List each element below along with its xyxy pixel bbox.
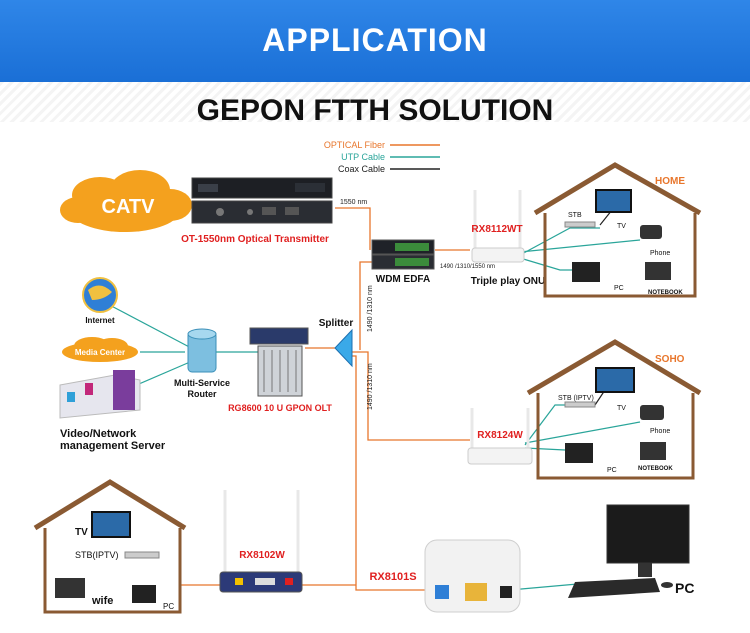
small-house: TV STB(IPTV) wife PC	[33, 479, 187, 614]
soho-house: SOHO TV STB (IPTV) Phone PC NOTEBOOK	[526, 339, 702, 480]
home-stb-icon	[564, 221, 596, 228]
home-pc-icon	[572, 262, 600, 282]
legend: OPTICAL Fiber UTP Cable Coax Cable	[324, 140, 440, 174]
fiber-down-label: 1490 /1310 nm	[367, 363, 374, 410]
legend-optical-label: OPTICAL Fiber	[324, 140, 385, 150]
keyboard-icon	[568, 578, 660, 598]
fiber-transmitter-edfa	[335, 207, 371, 250]
soho-tv-icon	[595, 367, 635, 393]
right-pc-label: PC	[675, 580, 694, 596]
right-pc: PC	[568, 504, 694, 598]
media-center-label: Media Center	[75, 348, 125, 357]
rx8124w-label: RX8124W	[477, 430, 523, 441]
soho-phone-icon	[640, 405, 664, 420]
fiber-up-label: 1490 /1310 nm	[367, 285, 374, 332]
triple-play-onu: RX8112WT Triple play ONU	[471, 190, 545, 287]
server-label-line1: Video/Network	[60, 428, 137, 440]
home-stb-label: STB	[568, 212, 582, 219]
home-phone-icon	[640, 225, 662, 239]
transmitter-label: OT-1550nm Optical Transmitter	[181, 234, 329, 245]
soho-notebook-label: NOTEBOOK	[638, 466, 673, 472]
home-house: HOME TV STB Phone PC NOTEBOOK	[533, 162, 702, 298]
header-banner	[0, 0, 750, 82]
rx8101s-label: RX8101S	[369, 571, 416, 583]
internet-globe: Internet	[82, 277, 118, 325]
home-label: HOME	[655, 176, 685, 187]
hatch-band	[0, 82, 750, 122]
mouse-icon	[661, 582, 673, 588]
soho-pc-icon	[565, 443, 593, 463]
soho-tv-label: TV	[617, 405, 626, 412]
utp-rx8124w-phone	[524, 421, 641, 444]
media-center-cloud: Media Center	[62, 337, 138, 362]
soho-stb-icon	[564, 401, 596, 408]
home-notebook-label: NOTEBOOK	[648, 290, 683, 296]
utp-onu-pc	[519, 257, 575, 271]
wdm-edfa: WDM EDFA	[371, 239, 435, 285]
small-house-pc-icon	[132, 585, 156, 603]
multi-service-router: Multi-Service Router	[174, 328, 230, 399]
utp-onu-phone	[519, 239, 641, 253]
wdm-wavelength-label: 1490 /1310/1550 nm	[440, 264, 495, 270]
rx8124w-router: RX8124W	[467, 408, 533, 465]
small-house-laptop-icon	[55, 578, 85, 598]
page-title: APPLICATION	[262, 22, 488, 58]
onu-model-label: RX8112WT	[471, 224, 522, 235]
splitter-label: Splitter	[319, 318, 354, 329]
splitter: Splitter	[319, 318, 354, 368]
diagram-title: GEPON FTTH SOLUTION	[196, 94, 554, 127]
rx8102w-label: RX8102W	[239, 550, 285, 561]
rx8102w-router: RX8102W	[219, 490, 303, 593]
server-label-line2: management Server	[60, 440, 166, 452]
optical-transmitter: OT-1550nm Optical Transmitter	[181, 177, 333, 245]
router-label-line2: Router	[188, 389, 217, 399]
utp-rx8124w-pc	[524, 447, 566, 451]
olt-label: RG8600 10 U GPON OLT	[228, 403, 332, 413]
catv-label: CATV	[102, 196, 156, 218]
soho-label: SOHO	[655, 354, 685, 365]
legend-coax-label: Coax Cable	[338, 164, 385, 174]
small-house-stb-icon	[124, 551, 160, 559]
small-house-pc-label: PC	[163, 602, 174, 611]
small-house-tv-icon	[91, 511, 131, 538]
home-pc-label: PC	[614, 285, 624, 292]
router-label-line1: Multi-Service	[174, 378, 230, 388]
monitor-icon	[606, 504, 690, 564]
legend-utp-label: UTP Cable	[341, 152, 385, 162]
soho-stb-label: STB (IPTV)	[558, 395, 594, 402]
soho-notebook-icon	[640, 442, 666, 460]
utp-internet-router	[99, 299, 196, 351]
catv-cloud: CATV	[60, 170, 192, 232]
home-tv-icon	[595, 189, 632, 213]
home-phone-label: Phone	[650, 250, 670, 257]
small-house-wifi-label: wife	[91, 595, 113, 607]
utp-rx8124w-stb	[524, 404, 580, 446]
internet-label: Internet	[85, 316, 115, 325]
utp-onu-stb	[519, 227, 600, 256]
fiber-1550-label: 1550 nm	[340, 199, 367, 206]
connections	[99, 207, 641, 591]
home-tv-label: TV	[617, 223, 626, 230]
rx8101s-onu: RX8101S	[369, 539, 521, 613]
onu-type-label: Triple play ONU	[471, 276, 545, 287]
management-server: Video/Network management Server	[59, 370, 166, 452]
small-house-stb-label: STB(IPTV)	[75, 550, 119, 560]
fiber-edfa-splitter	[359, 261, 372, 350]
fiber-splitter-rx8101s	[352, 355, 425, 591]
fiber-splitter-rx8124w	[352, 351, 470, 441]
soho-pc-label: PC	[607, 467, 617, 474]
small-house-tv-label: TV	[75, 527, 88, 538]
gpon-olt: RG8600 10 U GPON OLT	[228, 327, 332, 413]
soho-phone-label: Phone	[650, 428, 670, 435]
edfa-label: WDM EDFA	[376, 274, 430, 285]
home-notebook-icon	[645, 262, 671, 280]
